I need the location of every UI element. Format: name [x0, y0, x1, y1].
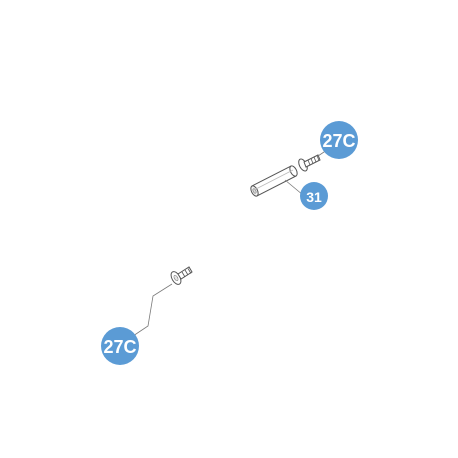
screw-bottom-part-27c	[170, 266, 193, 285]
callout-screw-bottom: 27C	[101, 327, 139, 365]
pin-assembly	[250, 147, 331, 197]
pin-part-31	[250, 165, 298, 197]
screw-bottom-assembly	[132, 266, 193, 337]
screw-top-part-27c	[298, 154, 321, 172]
callout-bubble-pin	[300, 182, 328, 210]
leader-line-pin	[284, 179, 304, 196]
callout-label-screw-bottom: 27C	[103, 337, 136, 357]
callout-bubble-screw-top	[320, 121, 358, 159]
callout-label-pin: 31	[306, 189, 322, 205]
callout-bubble-screw-bottom	[101, 327, 139, 365]
callout-screw-top: 27C	[320, 121, 358, 159]
leader-line-screw-bottom	[132, 283, 173, 337]
callout-label-screw-top: 27C	[322, 131, 355, 151]
callout-pin: 31	[300, 182, 328, 210]
